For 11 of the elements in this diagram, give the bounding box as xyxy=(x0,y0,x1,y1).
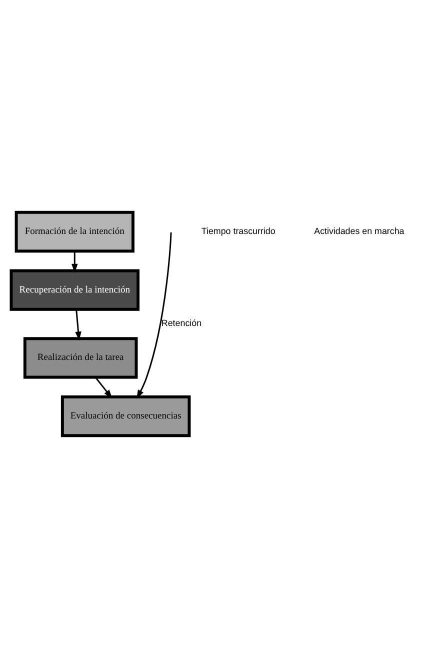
arrow xyxy=(136,232,172,398)
label: Actividades en marcha xyxy=(314,225,404,236)
node-box: Evaluación de consecuencias xyxy=(60,394,191,437)
arrow xyxy=(72,250,78,272)
arrow xyxy=(75,309,82,340)
node-box: Realización de la tarea xyxy=(23,336,138,378)
edge-label: Retención xyxy=(161,318,202,328)
node-box: Recuperación de la intención xyxy=(10,268,140,310)
node-box: Formación de la intención xyxy=(14,210,134,252)
arrow xyxy=(94,376,112,398)
label: Tiempo trascurrido xyxy=(201,225,276,236)
